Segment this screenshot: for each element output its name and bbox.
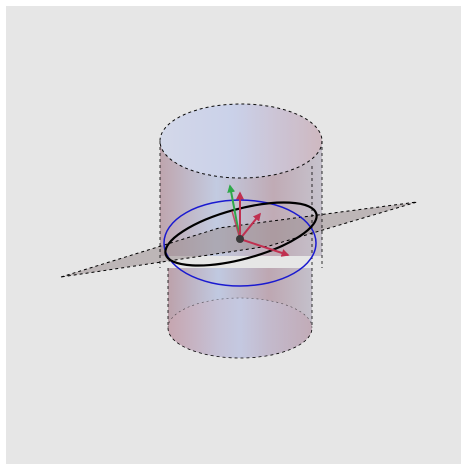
vector-e4	[231, 210, 241, 240]
3d-viewport[interactable]	[6, 6, 461, 464]
cylinder-bottom-outline	[167, 327, 313, 359]
cylinder-top-cap	[159, 103, 323, 179]
vector-e2	[239, 212, 261, 240]
vector-normal	[227, 184, 241, 240]
center-point	[236, 235, 244, 243]
cylinder-bottom-back-outline	[167, 297, 313, 329]
scene-svg	[6, 6, 461, 464]
vector-e3	[239, 238, 290, 257]
cylinder-bottom-cap	[168, 298, 312, 358]
